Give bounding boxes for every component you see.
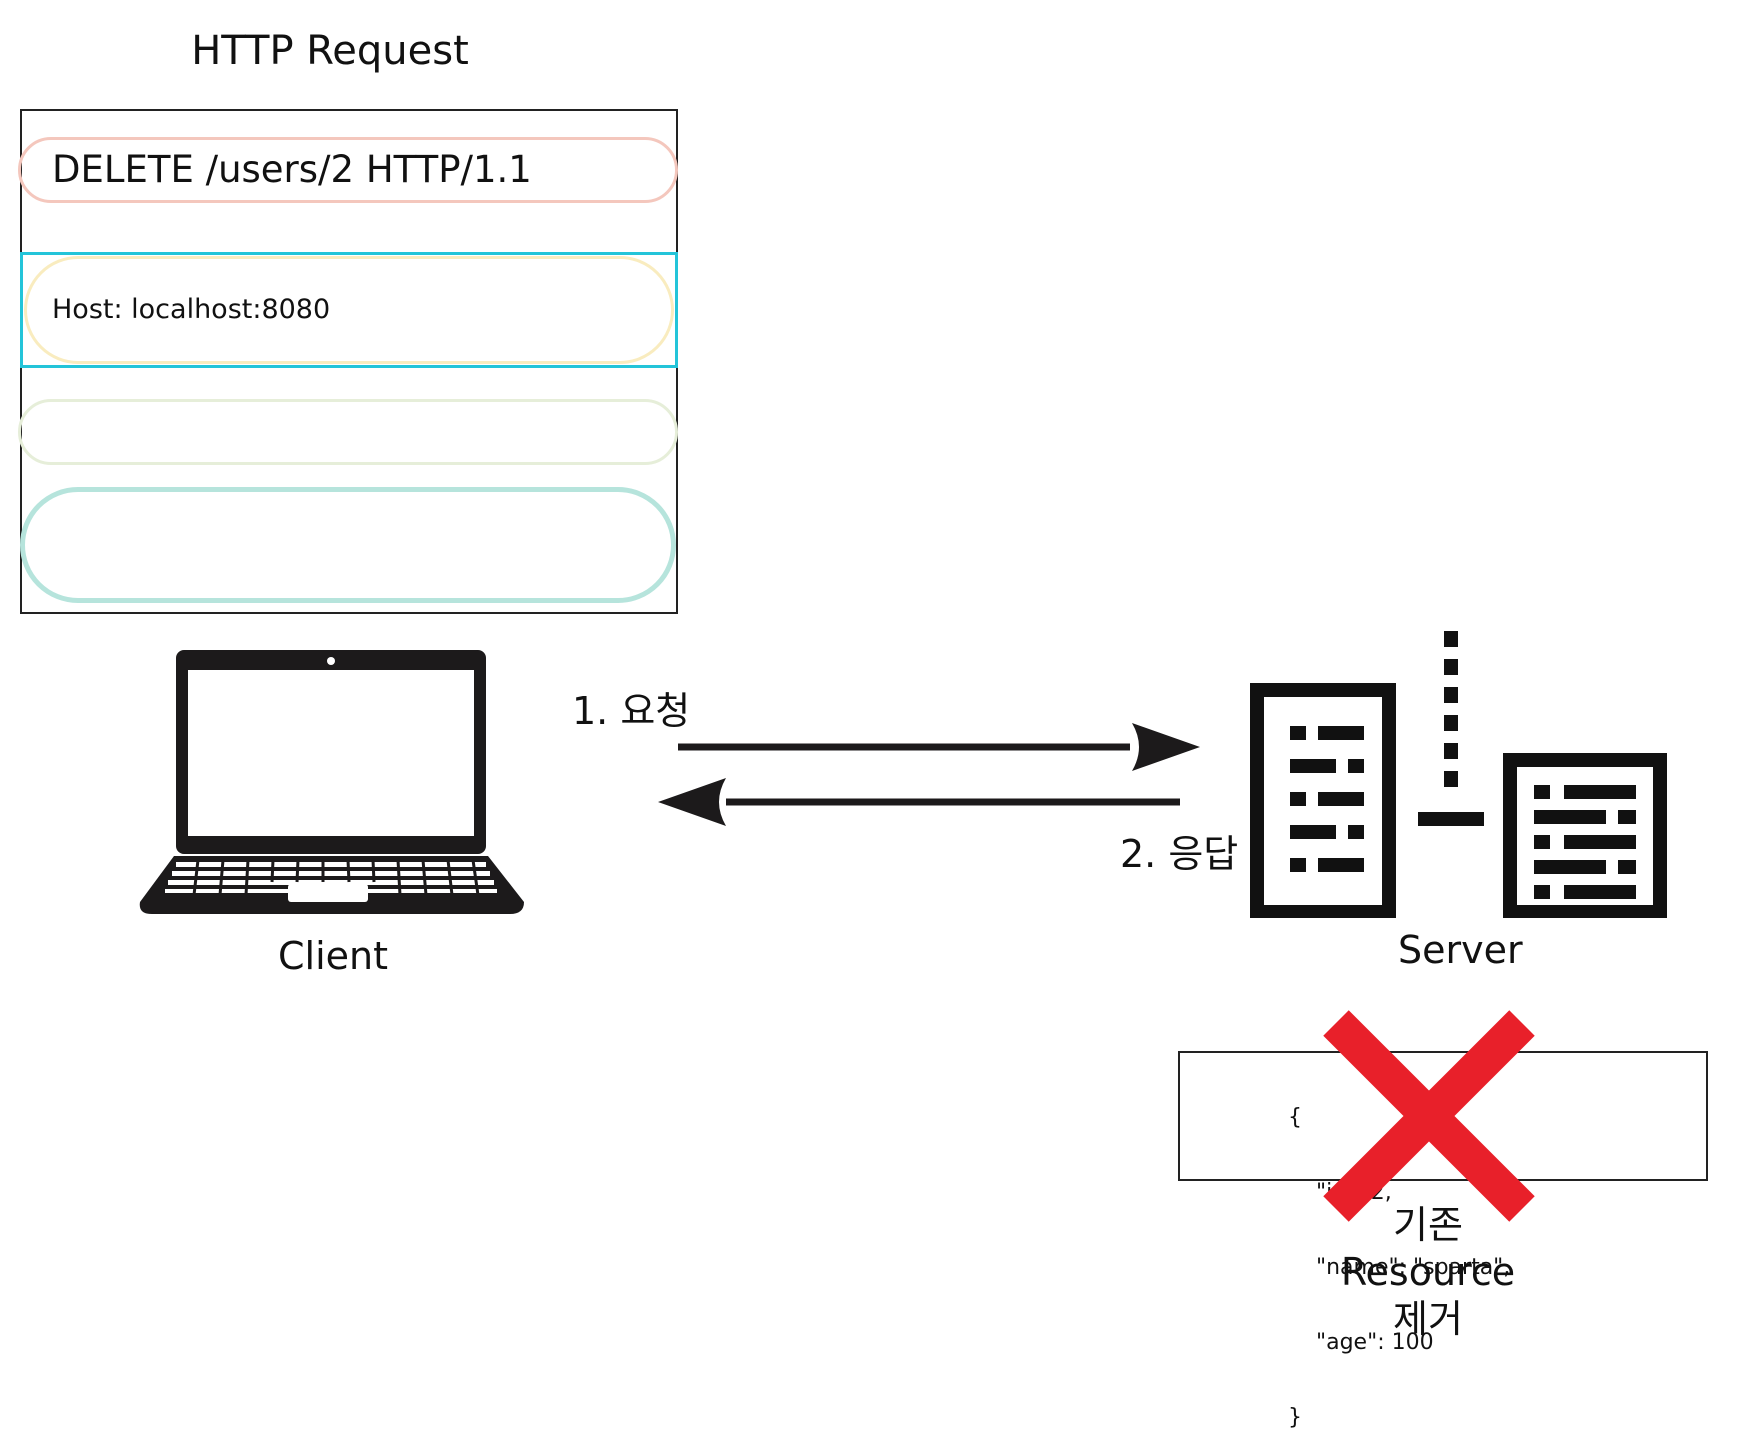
request-arrow-icon: [678, 723, 1200, 771]
client-label: Client: [278, 934, 389, 978]
start-line-pill[interactable]: [18, 137, 678, 203]
json-line: "age": 100: [1288, 1330, 1434, 1355]
resource-box: [1178, 1051, 1708, 1181]
header-pill[interactable]: [24, 256, 674, 364]
json-line: {: [1288, 1105, 1302, 1130]
caption-line: 기존: [1393, 1203, 1463, 1247]
header-selection-outline: [20, 252, 678, 368]
laptop-icon: [139, 650, 524, 914]
caption-line: 제거: [1393, 1297, 1463, 1341]
server-icon: [1250, 631, 1667, 918]
blank-line-pill[interactable]: [18, 399, 678, 465]
response-arrow-label: 2. 응답: [1120, 832, 1239, 876]
response-arrow-icon: [658, 778, 1180, 826]
json-line: "name": "sparta",: [1288, 1255, 1511, 1280]
start-line-text: DELETE /users/2 HTTP/1.1: [52, 148, 532, 191]
caption-line: Resource: [1340, 1250, 1516, 1294]
body-pill[interactable]: [20, 487, 676, 603]
header-text: Host: localhost:8080: [52, 294, 331, 325]
request-arrow-label: 1. 요청: [572, 689, 691, 733]
delete-cross-icon: [1323, 1010, 1535, 1222]
request-response-arrows: [658, 723, 1200, 826]
server-label: Server: [1398, 928, 1523, 972]
request-title: HTTP Request: [191, 28, 469, 74]
json-line: }: [1288, 1405, 1302, 1430]
resource-removed-caption: 기존 Resource 제거: [1278, 1202, 1578, 1343]
